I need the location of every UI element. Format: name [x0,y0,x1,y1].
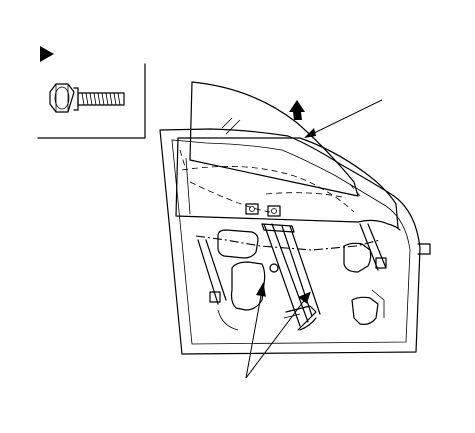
window-regulator [195,223,387,331]
bolt-inset-frame [37,63,146,139]
glass-leader-arrowhead [304,128,316,138]
triangle-bullet-icon [40,46,54,62]
glass-leader-line [307,99,383,137]
bolt-leader-lines [245,282,311,379]
glass-mounting-clip-rear [245,203,259,215]
flange-bolt-icon [49,83,125,113]
lift-direction-arrow [289,100,305,120]
glass-mounting-clip-front [267,205,281,217]
glass-inside-door [179,149,361,213]
regulator-bolt-marker [269,263,279,273]
door-panel [159,128,431,355]
door-glass [189,81,359,197]
door-access-holes [217,229,385,331]
